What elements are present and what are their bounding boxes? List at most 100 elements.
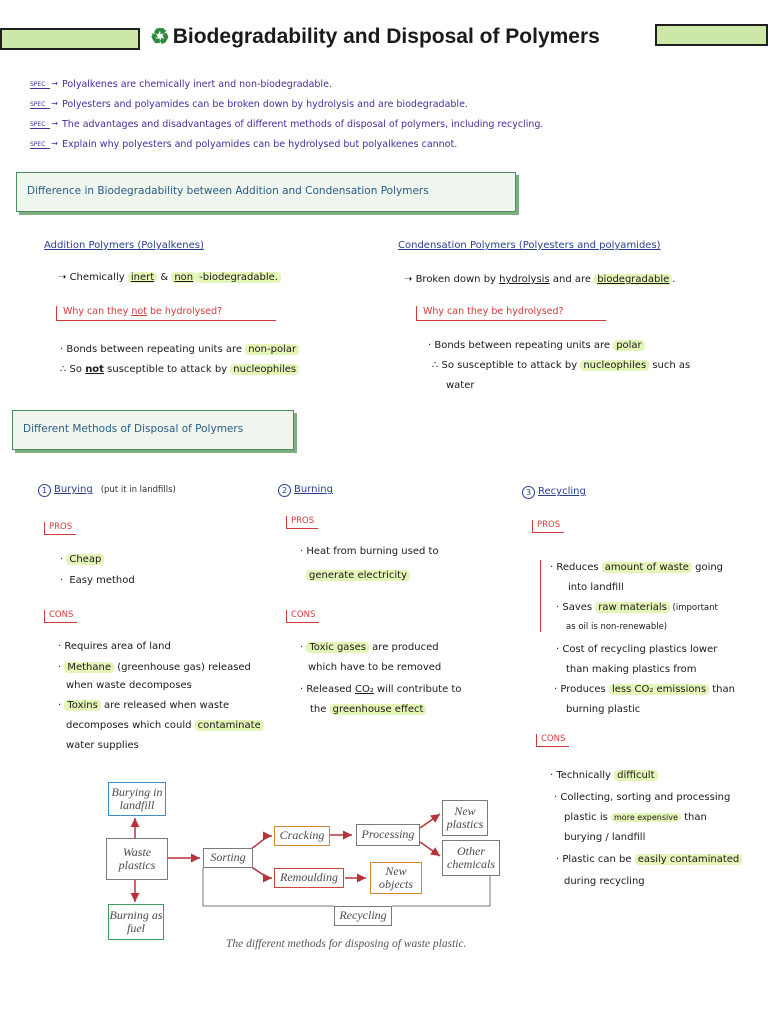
method-note: (put it in landfills): [100, 485, 176, 496]
list-item: · Methane (greenhouse gas) released: [58, 662, 251, 675]
bullet-dot: ·: [60, 554, 67, 565]
pros-text: Produces: [560, 684, 609, 695]
pros-hl: generate electricity: [306, 570, 410, 581]
condensation-lead-mid: and are: [549, 274, 595, 285]
cons-text: (greenhouse gas) released: [114, 662, 251, 673]
pros-text: than: [709, 684, 735, 695]
arrow-processing-to-other-chemicals: [419, 841, 441, 857]
pros-hl: raw materials: [595, 602, 670, 613]
method-heading-text: Recycling: [538, 486, 586, 498]
list-item-continued: water supplies: [66, 740, 139, 751]
cons-hl: easily contaminated: [634, 854, 743, 865]
recycling-loop-left: [202, 868, 334, 907]
condensation-lead: ➝ Broken down by hydrolysis and are biod…: [404, 274, 675, 287]
arrow-processing-to-new-plastics: [419, 813, 441, 829]
recycle-icon: ♻: [150, 24, 170, 49]
list-item: · Produces less CO₂ emissions than: [554, 684, 735, 697]
pros-label: PROS: [532, 520, 565, 533]
diagram-box-recycling: Recycling: [334, 906, 392, 926]
list-item-continued: burning plastic: [566, 704, 641, 715]
addition-lead-pre: Chemically: [69, 272, 128, 283]
bullet-dot: ·: [550, 770, 557, 781]
diagram-box-other-chemicals: Other chemicals: [442, 840, 500, 876]
bullet-dot: ·: [556, 644, 563, 655]
cons-hl: Methane: [64, 662, 115, 673]
addition-line-2: ∴ So not susceptible to attack by nucleo…: [60, 364, 300, 377]
pros-hl: less CO₂ emissions: [608, 684, 710, 695]
condensation-lead-hl: hydrolysis: [499, 274, 550, 285]
arrow-sorting-to-cracking: [249, 831, 272, 851]
step-number: 2: [278, 484, 291, 497]
condensation-question: Why can they be hydrolysed?: [416, 306, 606, 321]
addition-line-1: · Bonds between repeating units are non-…: [60, 344, 300, 357]
spec-item: SPEC The advantages and disadvantages of…: [30, 116, 750, 134]
pros-bracket: [540, 560, 544, 632]
cons-text: decomposes which could: [66, 720, 195, 731]
cons-hl: difficult: [614, 770, 658, 781]
section-title-text: Different Methods of Disposal of Polymer…: [23, 423, 244, 436]
condensation-line2-pre: ∴ So susceptible to attack by: [432, 360, 581, 371]
spec-tag: SPEC: [30, 99, 58, 110]
cons-hl: Toxins: [64, 700, 101, 711]
cons-text: Requires area of land: [64, 641, 171, 652]
bullet-dot: ·: [554, 684, 561, 695]
cons-text: than: [680, 812, 707, 823]
condensation-line-2: ∴ So susceptible to attack by nucleophil…: [432, 360, 690, 373]
list-item: · Heat from burning used to: [300, 546, 439, 559]
spec-text: Explain why polyesters and polyamides ca…: [62, 139, 458, 151]
list-item-continued: which have to be removed: [308, 662, 442, 673]
condensation-line1-hl: polar: [613, 340, 645, 351]
pros-text: Easy method: [69, 575, 135, 586]
bullet-dot: ·: [556, 602, 563, 613]
diagram-box-waste: Waste plastics: [106, 838, 168, 880]
list-item-continued: plastic is more expensive than: [564, 812, 707, 825]
condensation-line1-pre: Bonds between repeating units are: [434, 340, 614, 351]
diagram-box-new-objects: New objects: [370, 862, 422, 894]
condensation-heading: Condensation Polymers (Polyesters and po…: [398, 240, 661, 251]
pros-text: Heat from burning used to: [306, 546, 439, 557]
bullet-dot: ·: [556, 854, 563, 865]
list-item: · Released CO₂ will contribute to: [300, 684, 461, 697]
cons-text: are released when waste: [100, 700, 230, 711]
addition-line2-mid: susceptible to attack by: [103, 364, 231, 375]
bullet-dot: ·: [58, 641, 65, 652]
spec-tag: SPEC: [30, 139, 58, 150]
diagram-box-cracking: Cracking: [274, 826, 330, 846]
list-item: · Easy method: [60, 575, 138, 588]
pros-text: Reduces: [556, 562, 602, 573]
cons-hl: contaminate: [194, 720, 264, 731]
list-item-continued: as oil is non-renewable): [566, 622, 668, 632]
pros-label: PROS: [44, 522, 77, 535]
list-item: · Cheap: [60, 554, 105, 567]
addition-line1-pre: Bonds between repeating units are: [66, 344, 246, 355]
bullet-dot: ·: [300, 684, 307, 695]
cons-text: Collecting, sorting and processing: [560, 792, 731, 803]
header-accent-bar-left: [0, 28, 140, 50]
bullet-dot: ·: [428, 340, 435, 351]
diagram-box-sorting: Sorting: [203, 848, 253, 868]
diagram-box-burying: Burying in landfill: [108, 782, 166, 816]
condensation-line2-hl: nucleophiles: [580, 360, 650, 371]
header-accent-bar-right: [655, 24, 768, 46]
list-item-continued: burying / landfill: [564, 832, 646, 843]
spec-text: Polyesters and polyamides can be broken …: [62, 99, 468, 111]
pros-text: Cheap: [66, 554, 105, 565]
list-item: · Cost of recycling plastics lower: [556, 644, 717, 657]
recycling-loop-right: [392, 874, 491, 907]
pros-text: going: [691, 562, 724, 573]
condensation-lead-hl2: biodegradable: [594, 274, 673, 285]
diagram-box-processing: Processing: [356, 824, 420, 846]
list-item-continued: the greenhouse effect: [310, 704, 427, 717]
addition-heading: Addition Polymers (Polyalkenes): [44, 240, 204, 251]
arrow-icon: ➝: [58, 272, 70, 283]
bullet-dot: ·: [60, 575, 67, 586]
cons-text: will contribute to: [373, 684, 462, 695]
list-item: · Technically difficult: [550, 770, 658, 783]
method-heading-text: Burying: [54, 484, 93, 496]
addition-line2-hl: nucleophiles: [230, 364, 300, 375]
method-heading-text: Burning: [294, 484, 333, 496]
condensation-lead-end: .: [672, 274, 676, 285]
section-title-biodegradability: Difference in Biodegradability between A…: [16, 172, 516, 212]
